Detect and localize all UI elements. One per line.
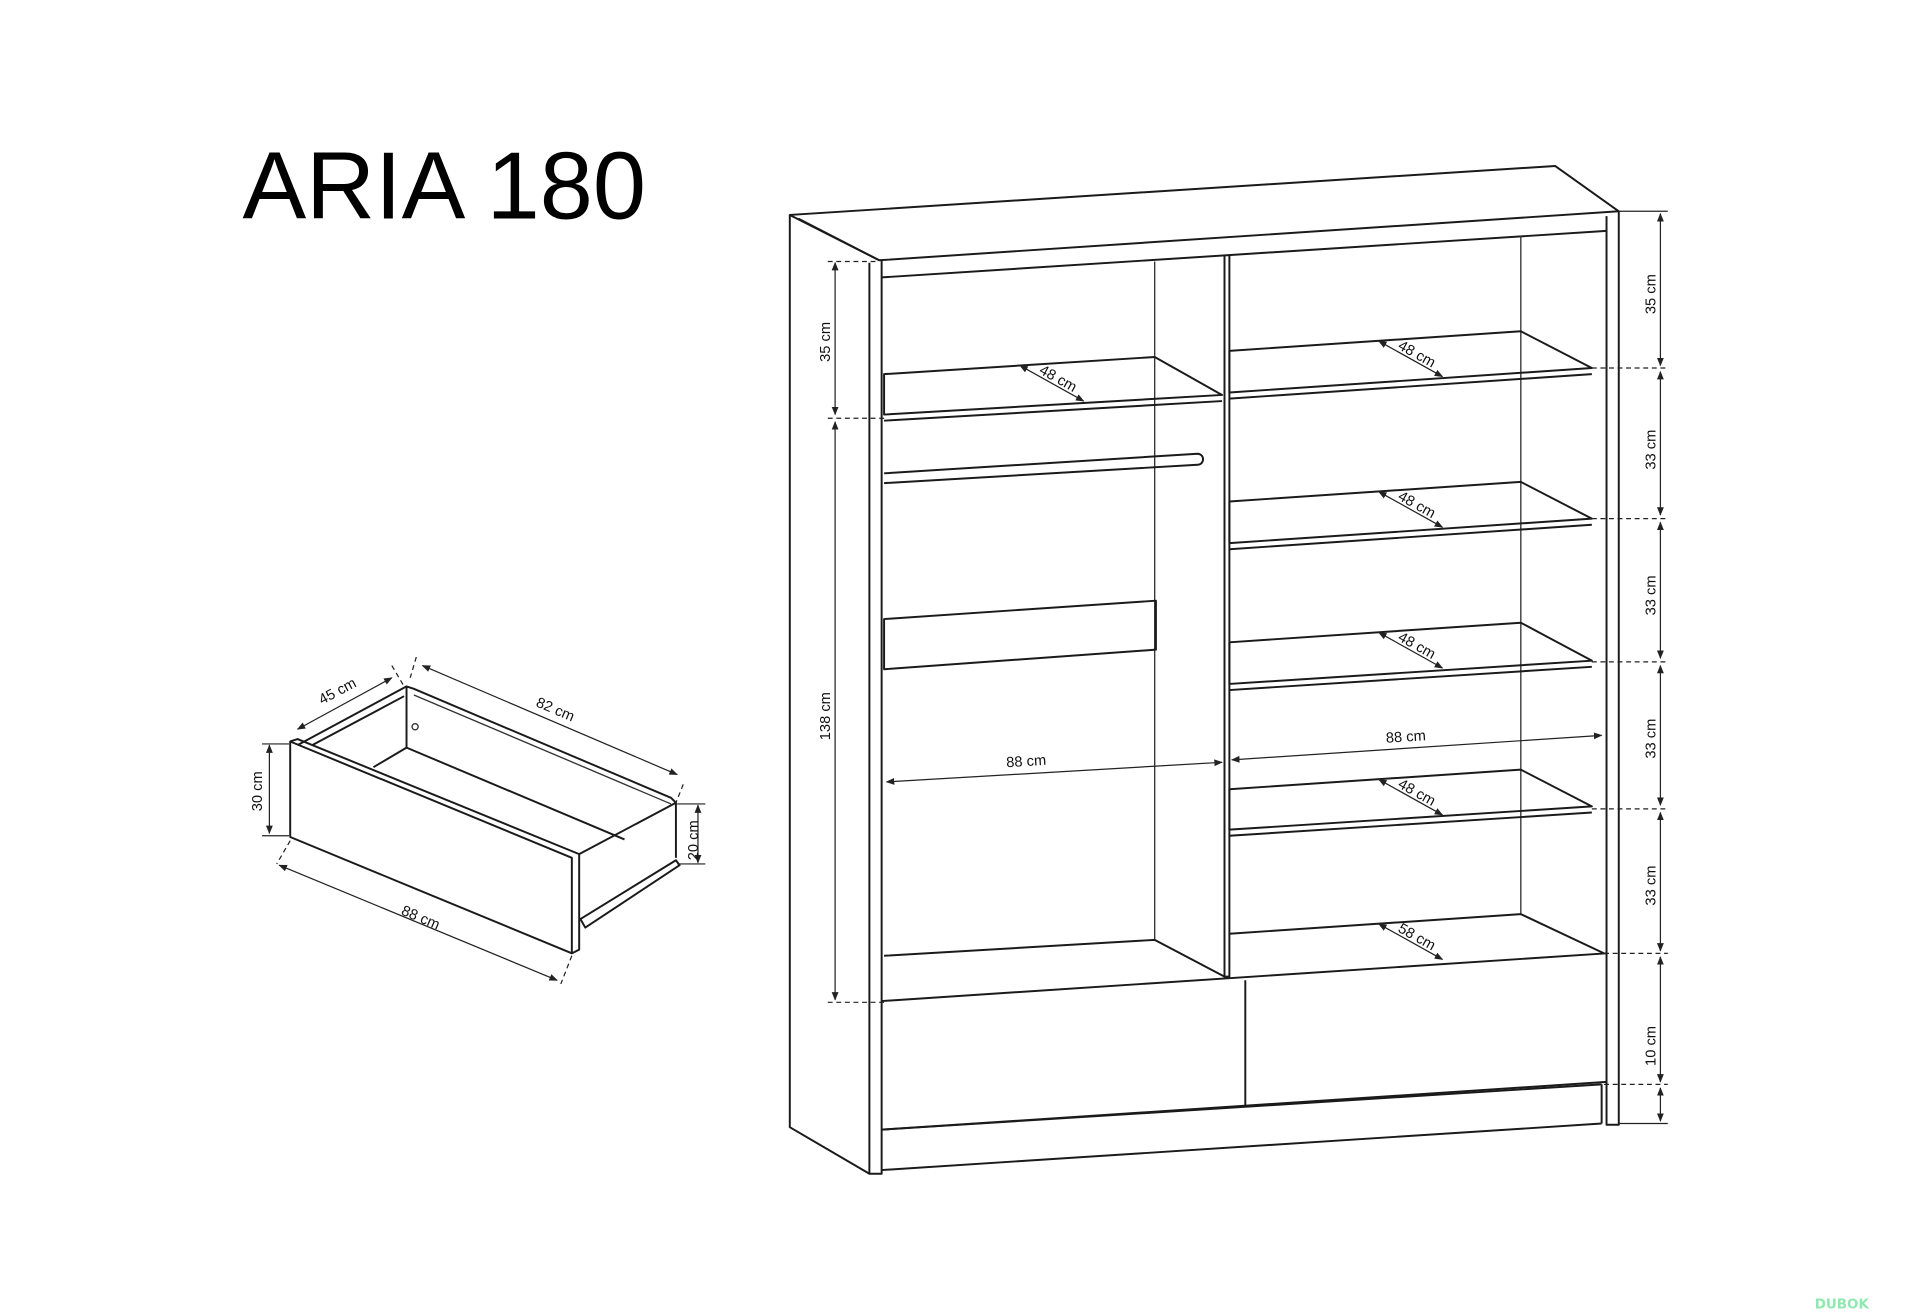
left-shelf-depth-label: 48 cm <box>1036 362 1079 395</box>
right-height-label: 35 cm <box>1644 274 1660 314</box>
drawer-length-label: 88 cm <box>399 903 442 933</box>
right-shelf-depth-label: 48 cm <box>1395 489 1438 522</box>
left-width-label: 88 cm <box>1006 753 1047 771</box>
wardrobe-drawing: 48 cm 48 cm 48 cm 48 cm 48 cm 58 cm 88 c… <box>788 164 1668 1175</box>
right-shelf-depth-label: 58 cm <box>1395 921 1438 954</box>
right-shelf-depth-label: 48 cm <box>1395 776 1438 809</box>
right-height-label: 33 cm <box>1644 575 1660 615</box>
right-height-label: 10 cm <box>1644 1026 1660 1066</box>
product-title: ARIA 180 <box>242 134 646 240</box>
left-hanging-height-label: 138 cm <box>818 692 834 740</box>
drawer-drawing: 45 cm 82 cm 30 cm 20 cm 88 cm <box>250 656 706 985</box>
right-shelf-depth-label: 48 cm <box>1395 629 1438 662</box>
drawer-inner-length-label: 82 cm <box>534 695 577 725</box>
right-shelf-depth-label: 48 cm <box>1395 338 1438 371</box>
drawer-depth-label: 45 cm <box>316 675 359 708</box>
drawer-inner-height-label: 20 cm <box>686 820 702 860</box>
right-width-label: 88 cm <box>1385 728 1426 746</box>
right-shelves <box>1228 330 1605 955</box>
drawer-height-label: 30 cm <box>250 771 266 811</box>
right-height-label: 33 cm <box>1644 866 1660 906</box>
left-top-height-label: 35 cm <box>818 322 834 362</box>
right-height-label: 33 cm <box>1644 719 1660 759</box>
watermark-logo: DUBOK <box>1815 1297 1870 1312</box>
right-height-label: 33 cm <box>1644 430 1660 470</box>
